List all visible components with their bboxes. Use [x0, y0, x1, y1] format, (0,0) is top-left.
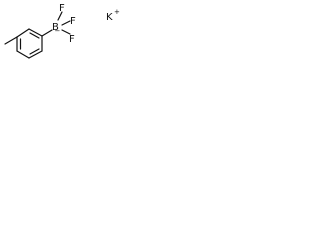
boron-fluorine-bond-right [61, 20, 71, 26]
ring-double-bond [29, 48, 40, 55]
ring-double-bond [29, 32, 40, 39]
boron-charge: − [55, 27, 61, 35]
ring-bond [28, 50, 43, 59]
potassium-atom: K [106, 12, 113, 23]
boron-atom: B [52, 22, 59, 33]
aryl-boron-bond [41, 29, 53, 37]
ring-bond [16, 28, 30, 38]
ring-bond [28, 28, 43, 37]
benzene-ring [16, 28, 43, 59]
fluorine-atom-right: F [70, 16, 76, 27]
methyl-bond [4, 36, 18, 45]
fluorine-atom-top: F [59, 3, 65, 14]
boron-fluorine-bond-bottom [61, 29, 71, 35]
boron-fluorine-bond-top [57, 11, 63, 21]
chemical-structure: B − F F F K + [4, 3, 120, 59]
ring-bond [16, 50, 30, 59]
potassium-charge: + [114, 8, 120, 16]
fluorine-atom-bottom: F [69, 34, 75, 45]
